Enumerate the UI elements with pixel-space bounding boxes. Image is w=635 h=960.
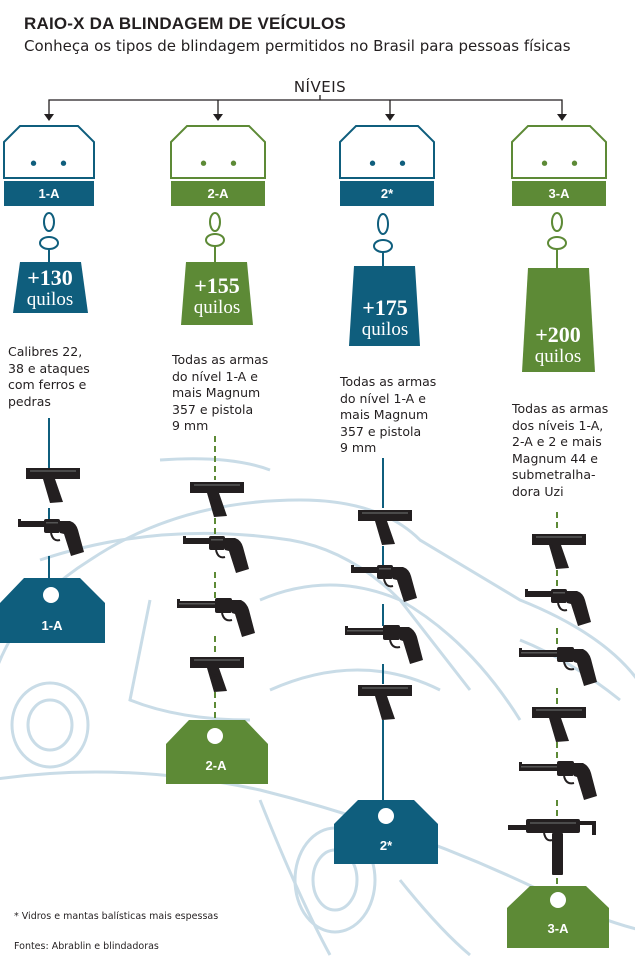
level-code: 1-A <box>38 186 60 201</box>
magnum-revolver-icon <box>345 624 424 665</box>
weight-unit: quilos <box>361 319 409 340</box>
chain-icon <box>205 212 225 262</box>
magnum-revolver-icon <box>519 760 598 801</box>
revolver-icon <box>18 518 85 557</box>
level-box-1-a <box>3 125 95 179</box>
levels-connector-arrows <box>44 114 567 121</box>
magnum-revolver-icon <box>519 646 598 687</box>
level-description: Calibres 22, 38 e ataques com ferros e p… <box>8 344 90 410</box>
page-subtitle: Conheça os tipos de blindagem permitidos… <box>24 37 571 55</box>
revolver-icon <box>183 535 250 574</box>
pistol-icon <box>531 706 587 743</box>
tag-1-a <box>0 578 105 643</box>
tag-2-a <box>166 720 268 784</box>
weight-value: +130 <box>27 265 73 290</box>
weight-unit: quilos <box>193 297 241 318</box>
weight-label: +175 quilos <box>335 295 435 340</box>
level-label-band <box>340 181 434 206</box>
level-label-band <box>4 181 94 206</box>
weight-label: +130 quilos <box>0 265 100 310</box>
level-code: 3-A <box>548 186 570 201</box>
source-credit: Fontes: Abrablin e blindadoras <box>14 941 159 952</box>
level-description: Todas as armas do nível 1-A e mais Magnu… <box>340 374 437 457</box>
level-box-3-a <box>511 125 607 179</box>
weight-value: +155 <box>194 273 240 298</box>
level-box-2-a <box>170 125 266 179</box>
tag-label: 2* <box>379 838 393 853</box>
tag-3-a <box>507 886 609 948</box>
weight-value: +175 <box>362 295 408 320</box>
level-description: Todas as armas do nível 1-A e mais Magnu… <box>172 352 269 435</box>
level-label-band <box>171 181 265 206</box>
weight-block-2 <box>349 266 420 346</box>
weight-block-2-a <box>181 262 253 325</box>
level-code: 2-A <box>207 186 229 201</box>
tag-label: 1-A <box>41 618 63 633</box>
tag-label: 2-A <box>205 758 227 773</box>
chain-icon <box>547 212 567 268</box>
car-illustration <box>0 457 635 957</box>
weight-unit: quilos <box>26 289 74 310</box>
weight-block-3-a <box>522 268 595 372</box>
weight-label: +155 quilos <box>167 273 267 318</box>
chain-icon <box>373 213 393 266</box>
page-title: RAIO-X DA BLINDAGEM DE VEÍCULOS <box>24 14 346 33</box>
tag-label: 3-A <box>547 921 569 936</box>
level-code: 2* <box>380 186 394 201</box>
uzi-icon <box>508 818 597 876</box>
weight-unit: quilos <box>534 346 582 367</box>
pistol-icon <box>531 533 587 570</box>
pistol-icon <box>189 656 245 693</box>
level-description: Todas as armas dos níveis 1-A, 2-A e 2 e… <box>512 401 609 500</box>
footnote: * Vidros e mantas balísticas mais espess… <box>14 911 219 922</box>
tag-2 <box>334 800 438 864</box>
weight-block-1-a <box>13 262 88 313</box>
weight-label: +200 quilos <box>508 322 608 367</box>
level-label-band <box>512 181 606 206</box>
levels-connector <box>48 95 563 118</box>
levels-label: NÍVEIS <box>293 78 347 96</box>
chain-icon <box>39 212 59 262</box>
pistol-icon <box>25 467 81 504</box>
weight-value: +200 <box>535 322 581 347</box>
level-box-2 <box>339 125 435 179</box>
magnum-revolver-icon <box>177 597 256 638</box>
pistol-icon <box>357 684 413 721</box>
